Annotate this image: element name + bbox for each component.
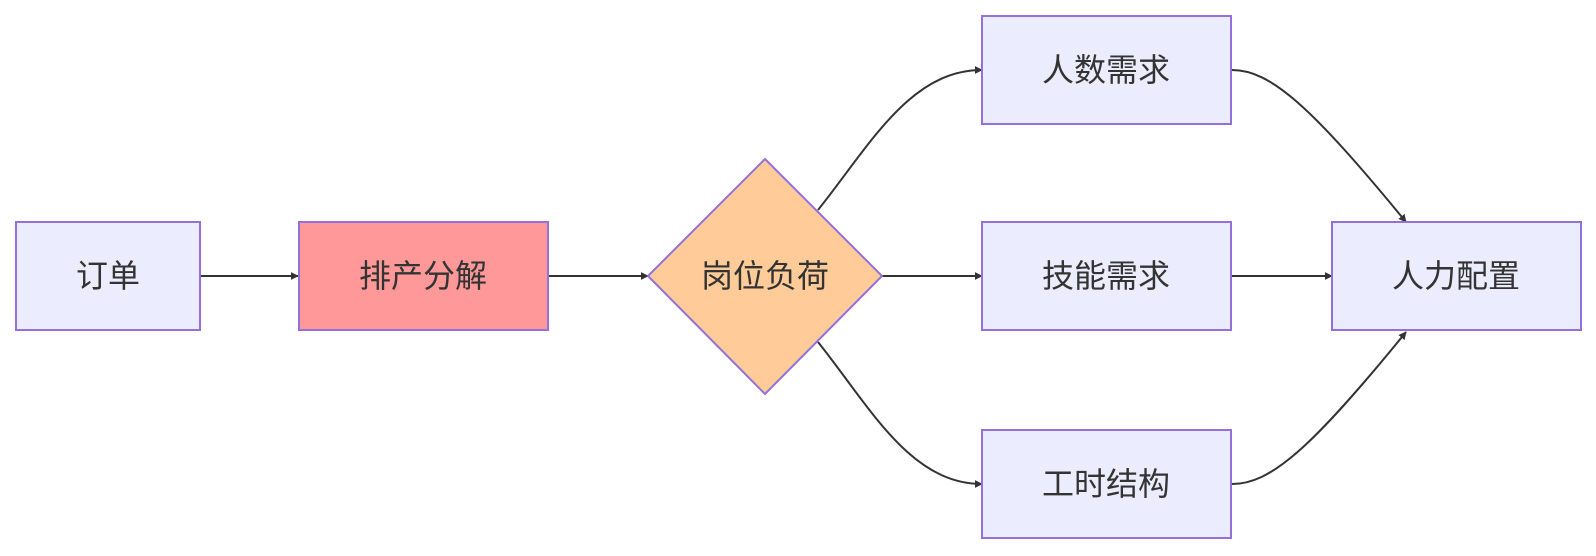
node-schedule-label: 排产分解 bbox=[359, 257, 487, 295]
node-skill[interactable]: 技能需求 bbox=[981, 221, 1232, 331]
node-skill-label: 技能需求 bbox=[1042, 257, 1170, 295]
node-schedule-box bbox=[298, 221, 549, 331]
node-headcount[interactable]: 人数需求 bbox=[981, 15, 1232, 125]
edges bbox=[198, 66, 1407, 488]
node-load-diamond bbox=[646, 157, 884, 396]
node-hours-box bbox=[981, 429, 1232, 539]
node-headcount-label: 人数需求 bbox=[1042, 51, 1170, 89]
edge-headcount-to-staffing bbox=[1231, 69, 1407, 223]
edge-load-to-hours bbox=[817, 341, 983, 488]
node-schedule[interactable]: 排产分解 bbox=[298, 221, 549, 331]
node-staffing-label: 人力配置 bbox=[1392, 257, 1520, 295]
node-load-label: 岗位负荷 bbox=[701, 257, 829, 295]
node-order-box bbox=[15, 221, 201, 331]
node-order-label: 订单 bbox=[76, 257, 140, 295]
node-headcount-box bbox=[981, 15, 1232, 125]
node-order[interactable]: 订单 bbox=[15, 221, 201, 331]
node-skill-box bbox=[981, 221, 1232, 331]
node-hours-label: 工时结构 bbox=[1042, 465, 1170, 503]
edge-load-to-headcount bbox=[817, 66, 983, 211]
node-hours[interactable]: 工时结构 bbox=[981, 429, 1232, 539]
node-load[interactable]: 岗位负荷 bbox=[646, 157, 884, 396]
edge-hours-to-staffing bbox=[1231, 331, 1407, 485]
node-staffing[interactable]: 人力配置 bbox=[1331, 221, 1582, 331]
node-staffing-box bbox=[1331, 221, 1582, 331]
